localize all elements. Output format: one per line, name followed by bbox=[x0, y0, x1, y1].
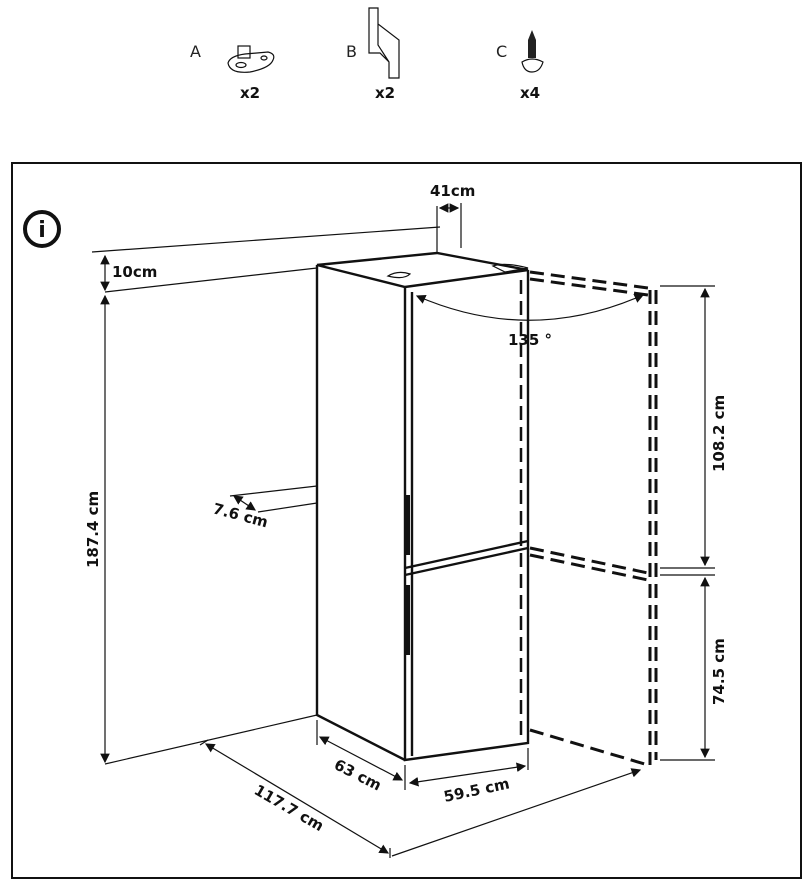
dim-upper-door: 108.2 cm bbox=[710, 395, 728, 472]
bracket-icon bbox=[368, 7, 400, 79]
dim-hinge-offset: 41cm bbox=[430, 182, 475, 200]
part-b: B x2 bbox=[346, 7, 400, 102]
dim-door-angle: 135 ° bbox=[508, 331, 552, 349]
screw-icon bbox=[521, 30, 544, 73]
info-icon: i bbox=[23, 210, 61, 248]
open-door-outline bbox=[529, 270, 658, 767]
dim-depth: 63 cm bbox=[331, 756, 384, 795]
part-c: C x4 bbox=[496, 30, 544, 102]
part-a: A x2 bbox=[190, 42, 275, 102]
fridge bbox=[315, 251, 530, 762]
hinge-plate-icon bbox=[227, 45, 275, 73]
diagram-frame bbox=[11, 162, 802, 879]
part-b-qty: x2 bbox=[375, 84, 395, 102]
part-a-qty: x2 bbox=[240, 84, 260, 102]
part-a-letter: A bbox=[190, 42, 201, 61]
part-c-qty: x4 bbox=[520, 84, 540, 102]
dim-height-total: 187.4 cm bbox=[84, 491, 102, 568]
dim-open-depth: 117.7 cm bbox=[251, 781, 327, 835]
part-c-letter: C bbox=[496, 42, 507, 61]
dim-top-clearance: 10cm bbox=[112, 263, 157, 281]
part-b-letter: B bbox=[346, 42, 357, 61]
dim-lower-door: 74.5 cm bbox=[710, 638, 728, 705]
svg-text:i: i bbox=[38, 218, 46, 243]
dim-side-depth: 7.6 cm bbox=[211, 499, 270, 531]
dim-width: 59.5 cm bbox=[442, 774, 511, 805]
